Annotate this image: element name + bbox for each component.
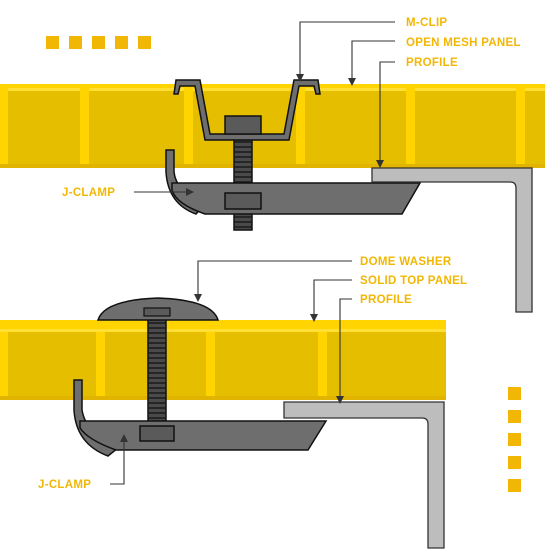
label-bottom-j-clamp: J-CLAMP (38, 479, 91, 491)
bottom-profile-angle (283, 401, 445, 549)
label-bottom-profile: PROFILE (360, 294, 412, 306)
leader-solid-top-panel (313, 279, 352, 318)
m-clip (173, 79, 321, 141)
label-m-clip: M-CLIP (406, 17, 447, 29)
top-assembly (0, 79, 545, 313)
label-open-mesh-panel: OPEN MESH PANEL (406, 37, 521, 49)
top-lower-nut (224, 192, 262, 210)
top-left-decorative-squares (46, 36, 151, 49)
right-decorative-squares (508, 387, 521, 492)
label-dome-washer: DOME WASHER (360, 256, 452, 268)
label-top-profile: PROFILE (406, 57, 458, 69)
bottom-bolt (147, 311, 167, 443)
bottom-clamp-plate (79, 420, 328, 451)
leader-m-clip (299, 21, 395, 76)
bottom-assembly (0, 297, 446, 549)
open-mesh-panel (0, 84, 545, 168)
label-top-j-clamp: J-CLAMP (62, 187, 115, 199)
leader-bottom-j-clamp (110, 438, 125, 485)
top-profile-angle (371, 167, 533, 313)
label-solid-top-panel: SOLID TOP PANEL (360, 275, 467, 287)
bottom-lower-nut (139, 425, 175, 442)
top-bolt (233, 131, 253, 231)
leader-top-profile (379, 61, 395, 164)
top-nut (224, 115, 262, 135)
bottom-j-clamp (73, 379, 120, 457)
leader-open-mesh-panel (351, 40, 395, 82)
leader-bottom-profile (339, 298, 352, 400)
leader-dome-washer (197, 260, 352, 298)
bolt-head (143, 307, 171, 317)
leader-arrowheads (120, 74, 384, 442)
solid-top-panel (0, 320, 446, 400)
leader-lines (110, 21, 395, 485)
top-clamp-plate (171, 182, 422, 215)
